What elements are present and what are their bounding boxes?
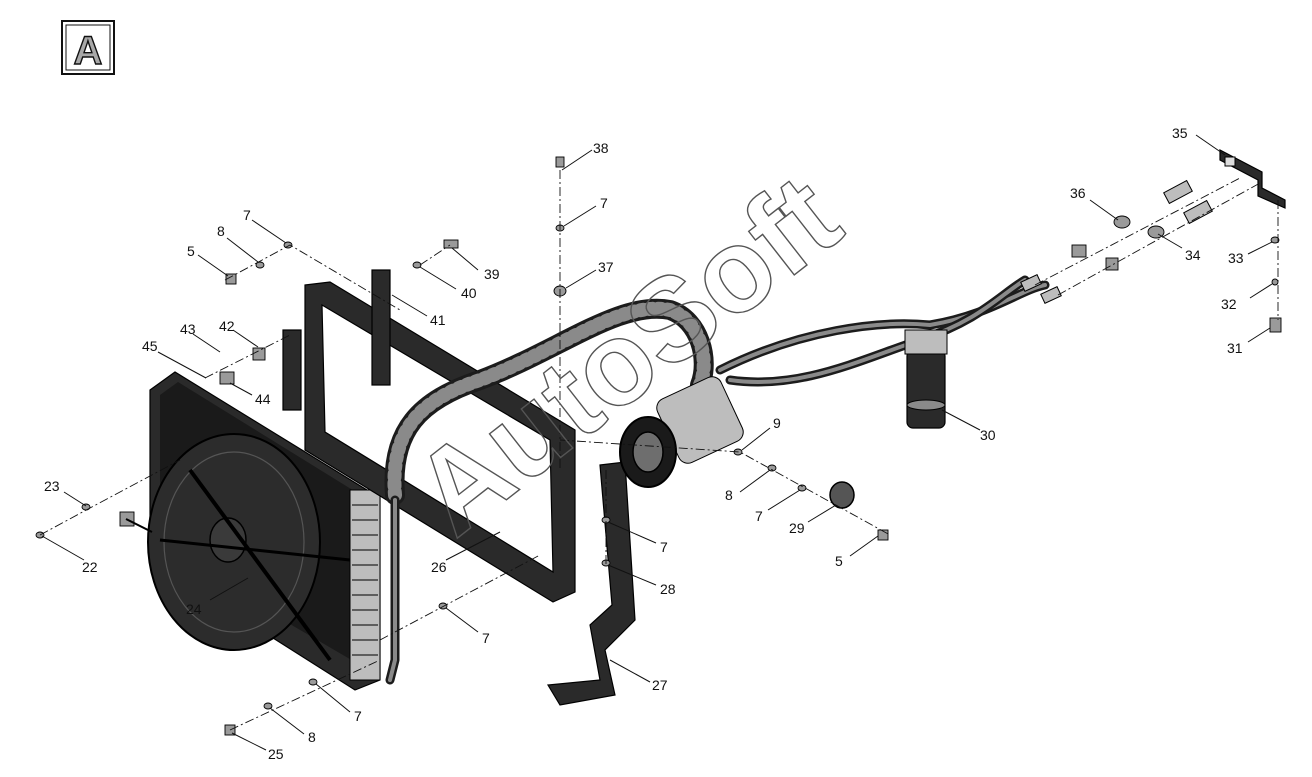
callout-39: 39	[484, 266, 500, 282]
callout-42: 42	[219, 318, 235, 334]
callout-25: 25	[268, 746, 284, 762]
callout-7-f: 7	[354, 708, 362, 724]
callout-7-b: 7	[243, 207, 251, 223]
callout-23: 23	[44, 478, 60, 494]
callout-32: 32	[1221, 296, 1237, 312]
callout-8-c: 8	[308, 729, 316, 745]
callout-35: 35	[1172, 125, 1188, 141]
leader-lines	[41, 134, 1273, 751]
view-badge: A	[61, 20, 115, 75]
callout-22: 22	[82, 559, 98, 575]
callout-31: 31	[1227, 340, 1243, 356]
receiver-drier	[904, 329, 948, 429]
callout-36: 36	[1070, 185, 1086, 201]
assembly-lines	[39, 170, 1279, 731]
callout-34: 34	[1185, 247, 1201, 263]
hose-fittings	[1020, 179, 1213, 304]
condenser-fan-assembly	[119, 371, 381, 691]
callout-27: 27	[652, 677, 668, 693]
hose-clamp	[829, 481, 855, 509]
callout-44: 44	[255, 391, 271, 407]
callout-8-a: 8	[217, 223, 225, 239]
callout-7-c: 7	[755, 508, 763, 524]
callout-45: 45	[142, 338, 158, 354]
callout-5-b: 5	[835, 553, 843, 569]
callout-5-a: 5	[187, 243, 195, 259]
callout-7-d: 7	[660, 539, 668, 555]
callout-41: 41	[430, 312, 446, 328]
callout-7-a: 7	[600, 195, 608, 211]
callout-37: 37	[598, 259, 614, 275]
callout-26: 26	[431, 559, 447, 575]
callout-24: 24	[186, 601, 202, 617]
callout-28: 28	[660, 581, 676, 597]
callout-40: 40	[461, 285, 477, 301]
compressor	[619, 376, 744, 488]
view-badge-letter: A	[74, 29, 103, 73]
callout-30: 30	[980, 427, 996, 443]
callout-38: 38	[593, 140, 609, 156]
callout-labels: 38 7 37 35 36 34 33 32 31 7 8 5 39 40 41…	[44, 125, 1244, 762]
callout-29: 29	[789, 520, 805, 536]
callout-7-e: 7	[482, 630, 490, 646]
callout-33: 33	[1228, 250, 1244, 266]
mounting-frame	[282, 269, 576, 603]
lower-bracket	[546, 461, 636, 706]
callout-8-b: 8	[725, 487, 733, 503]
top-bracket	[1219, 149, 1286, 209]
callout-43: 43	[180, 321, 196, 337]
callout-9: 9	[773, 415, 781, 431]
